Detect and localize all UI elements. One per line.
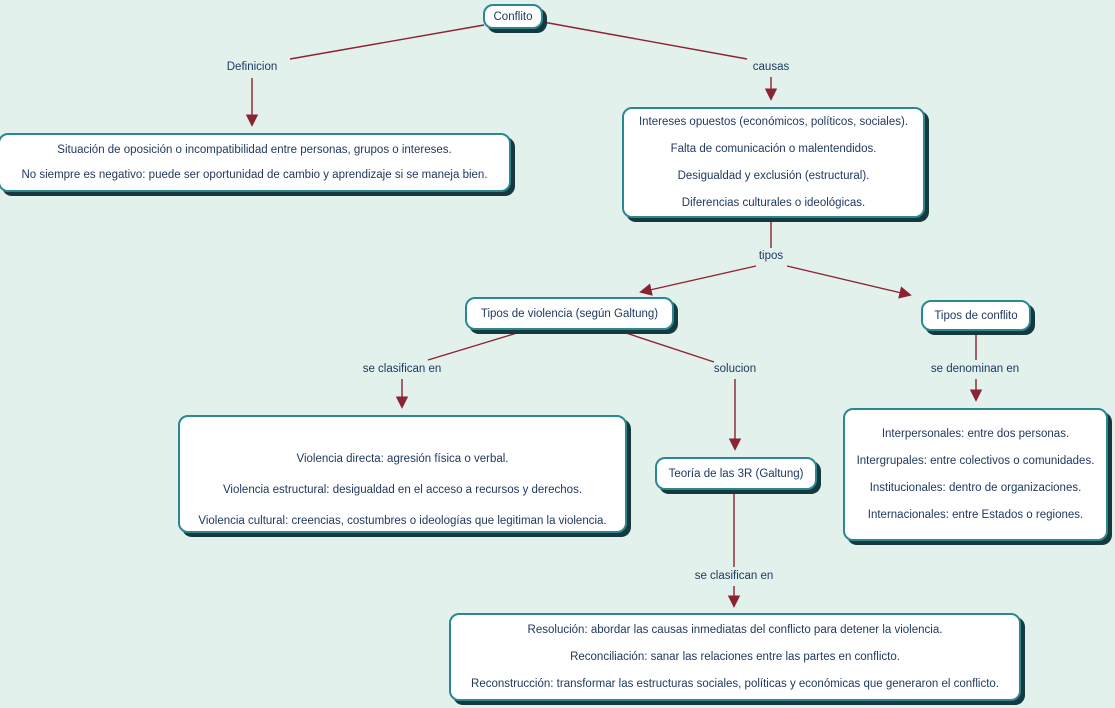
conflict-kind-line: Institucionales: dentro de organizacione… bbox=[869, 482, 1082, 494]
r3-line: Reconstrucción: transformar las estructu… bbox=[471, 678, 999, 690]
definition-line: No siempre es negativo: puede ser oportu… bbox=[21, 169, 488, 181]
edge-label-se-clasifican-violencia[interactable]: se clasifican en bbox=[362, 363, 442, 375]
edge-label-solucion[interactable]: solucion bbox=[713, 363, 757, 375]
concept-node-conflict-types-label: Tipos de conflito bbox=[934, 309, 1018, 322]
concept-node-conflict-types[interactable]: Tipos de conflito bbox=[921, 300, 1031, 331]
edge-violence-solucion[interactable] bbox=[625, 332, 715, 363]
causes-line: Desigualdad y exclusión (estructural). bbox=[677, 170, 870, 182]
edge-label-causas[interactable]: causas bbox=[752, 61, 790, 73]
edge-label-se-denominan-en[interactable]: se denominan en bbox=[930, 363, 1020, 375]
concept-box-causes[interactable]: Intereses opuestos (económicos, político… bbox=[622, 107, 925, 218]
concept-node-r3-theory[interactable]: Teoría de las 3R (Galtung) bbox=[655, 457, 817, 490]
causes-line: Diferencias culturales o ideológicas. bbox=[681, 197, 866, 209]
causes-line: Falta de comunicación o malentendidos. bbox=[670, 143, 877, 155]
concept-node-violence-types[interactable]: Tipos de violencia (según Galtung) bbox=[465, 297, 674, 330]
concept-node-r3-theory-label: Teoría de las 3R (Galtung) bbox=[668, 467, 804, 480]
definition-line: Situación de oposición o incompatibilida… bbox=[57, 144, 452, 156]
violence-line: Violencia cultural: creencias, costumbre… bbox=[198, 515, 607, 527]
violence-line: Violencia directa: agresión física o ver… bbox=[296, 453, 509, 465]
r3-line: Resolución: abordar las causas inmediata… bbox=[527, 624, 943, 636]
edge-label-tipos[interactable]: tipos bbox=[758, 250, 784, 262]
concept-node-violence-types-label: Tipos de violencia (según Galtung) bbox=[480, 307, 659, 320]
causes-line: Intereses opuestos (económicos, político… bbox=[638, 116, 909, 128]
edge-conflito-causas[interactable] bbox=[542, 21, 748, 60]
edge-tipos-conflict-arrow[interactable] bbox=[786, 265, 912, 299]
concept-box-violence-kinds[interactable]: Violencia directa: agresión física o ver… bbox=[178, 415, 627, 533]
edge-label-se-clasifican-3r[interactable]: se clasifican en bbox=[694, 570, 774, 582]
concept-box-conflict-kinds[interactable]: Interpersonales: entre dos personas. Int… bbox=[843, 408, 1108, 541]
conflict-kind-line: Interpersonales: entre dos personas. bbox=[881, 428, 1070, 440]
concept-box-definition[interactable]: Situación de oposición o incompatibilida… bbox=[0, 133, 511, 192]
conflict-kind-line: Intergrupales: entre colectivos o comuni… bbox=[856, 455, 1095, 467]
concept-node-conflito-label: Conflito bbox=[493, 10, 533, 23]
edge-tipos-violence-arrow[interactable] bbox=[639, 265, 757, 296]
violence-line: Violencia estructural: desigualdad en el… bbox=[222, 484, 583, 496]
r3-line: Reconciliación: sanar las relaciones ent… bbox=[570, 651, 900, 663]
edge-conflito-definicion[interactable] bbox=[289, 24, 485, 60]
conflict-kind-line: Internacionales: entre Estados o regione… bbox=[867, 509, 1084, 521]
edge-label-definicion[interactable]: Definicion bbox=[226, 61, 278, 73]
concept-box-r3-definitions[interactable]: Resolución: abordar las causas inmediata… bbox=[449, 613, 1021, 701]
concept-node-conflito[interactable]: Conflito bbox=[483, 4, 543, 29]
edge-violence-clasifican[interactable] bbox=[427, 332, 518, 361]
